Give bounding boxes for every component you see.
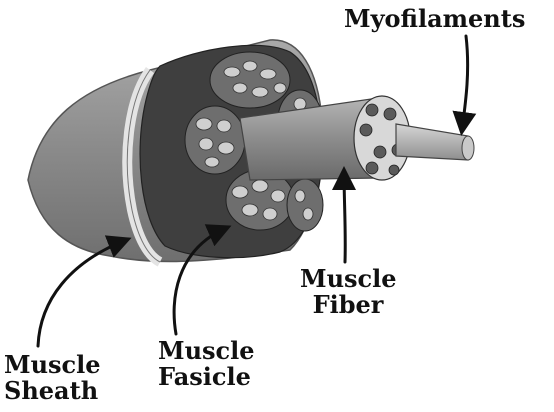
label-muscle-fiber: Muscle Fiber xyxy=(300,266,396,318)
label-muscle-sheath-line1: Muscle xyxy=(4,352,101,378)
label-muscle-fiber-line1: Muscle xyxy=(300,266,396,292)
label-muscle-fiber-line2: Fiber xyxy=(300,292,396,318)
label-myofilaments-text: Myofilaments xyxy=(344,4,525,33)
label-muscle-sheath: Muscle Sheath xyxy=(4,352,101,404)
label-myofilaments: Myofilaments xyxy=(344,6,525,32)
label-muscle-sheath-line2: Sheath xyxy=(4,378,101,404)
label-muscle-fasicle-line2: Fasicle xyxy=(158,364,255,390)
label-muscle-fasicle-line1: Muscle xyxy=(158,338,255,364)
arrow-muscle-fiber xyxy=(344,172,345,262)
arrow-myofilaments xyxy=(462,36,468,130)
label-muscle-fasicle: Muscle Fasicle xyxy=(158,338,255,390)
